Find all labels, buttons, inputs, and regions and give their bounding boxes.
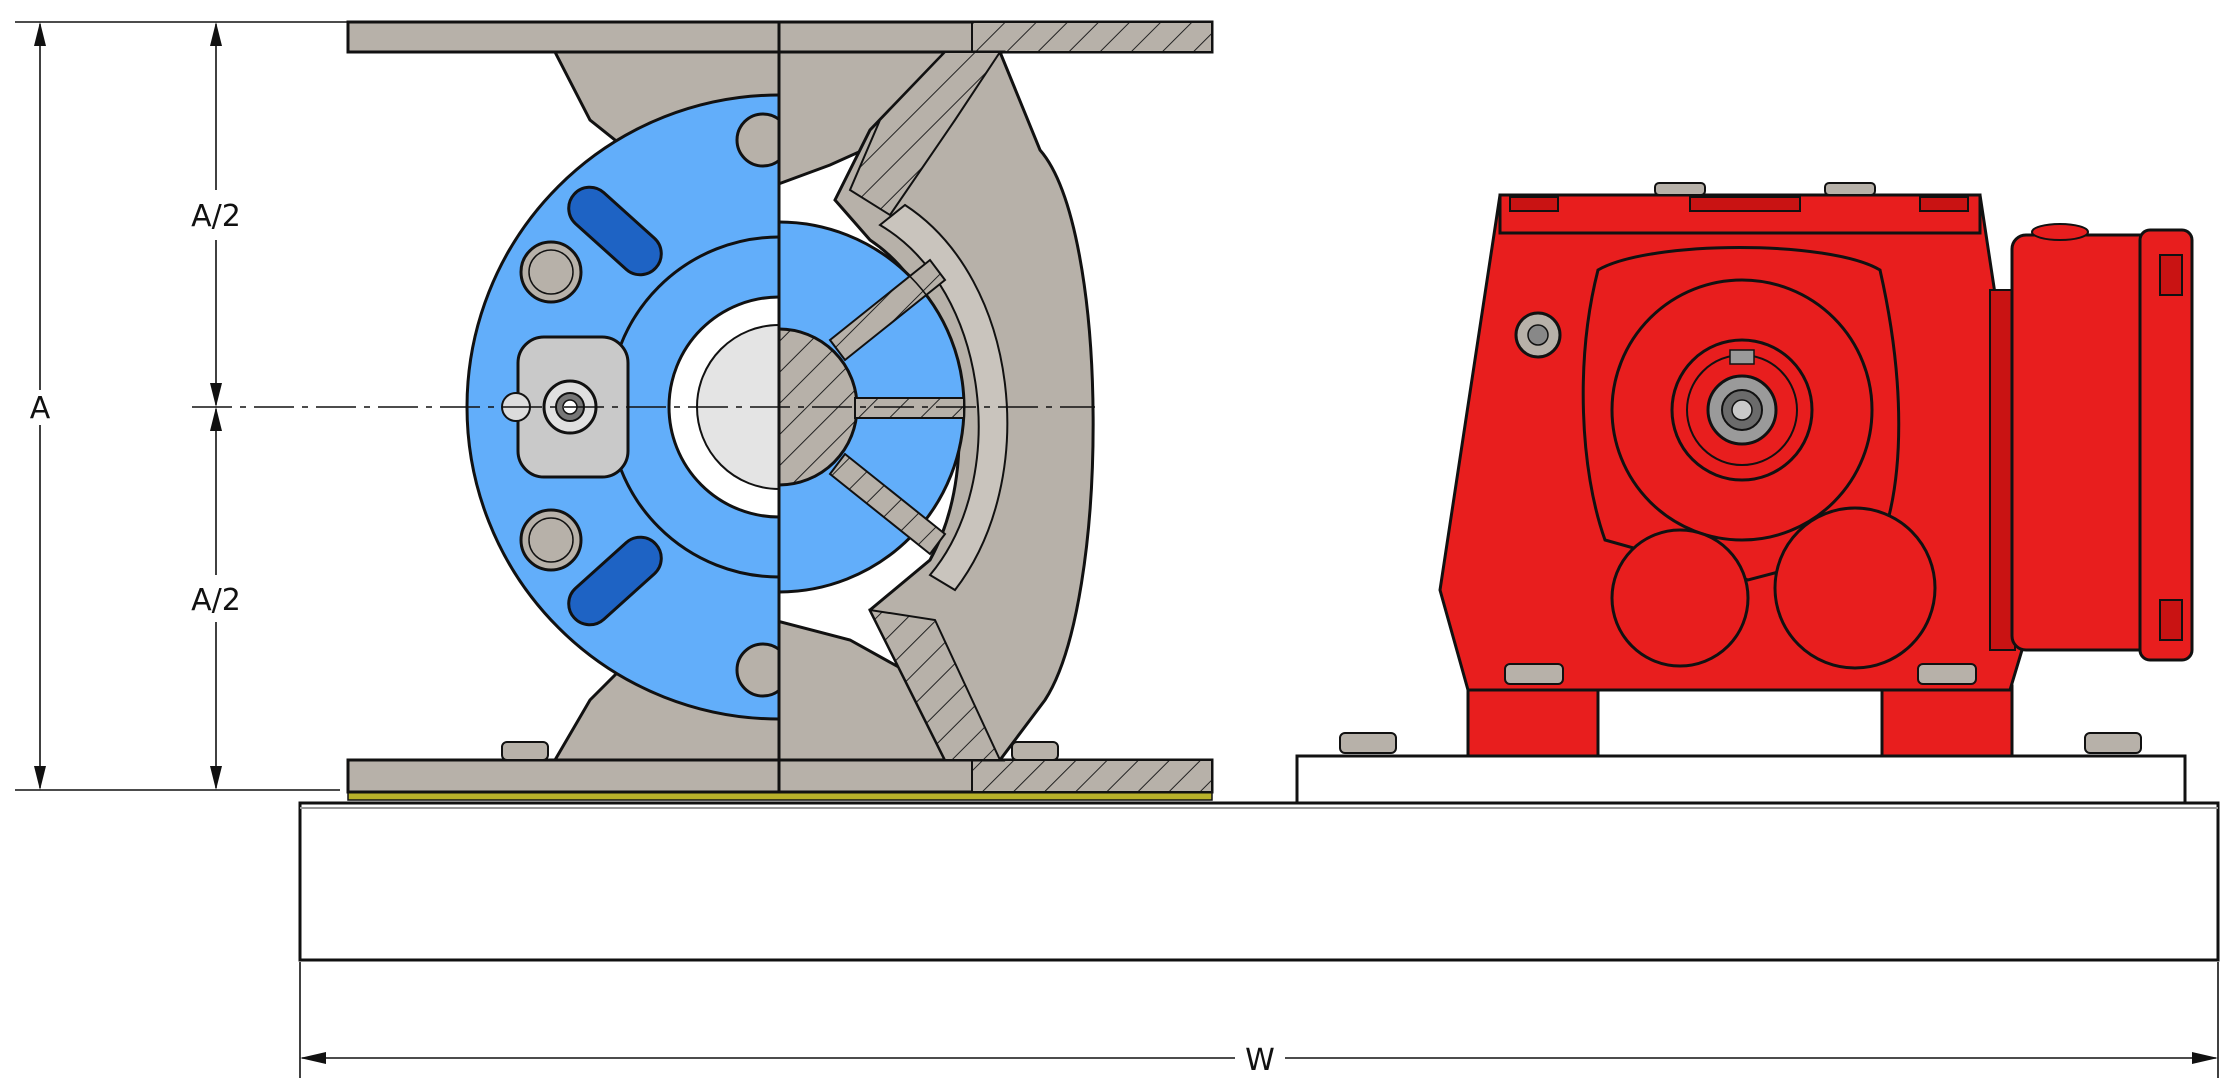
dimension-a-label: A: [30, 391, 51, 426]
motor-mount-plate: [1295, 754, 2187, 805]
dimension-w-label: W: [1245, 1043, 1275, 1078]
base-frame: [298, 754, 2220, 962]
rotary-valve: [346, 20, 1214, 794]
motor-foot-left: [1466, 684, 1600, 758]
dimension-a-half-upper-label: A/2: [191, 199, 241, 234]
gearmotor: [1438, 182, 2194, 758]
motor-foot-right: [1880, 684, 2014, 758]
dimension-a-half-lower-label: A/2: [191, 583, 241, 618]
dimension-lines: [15, 21, 2219, 1078]
base-beam: [298, 801, 2220, 962]
